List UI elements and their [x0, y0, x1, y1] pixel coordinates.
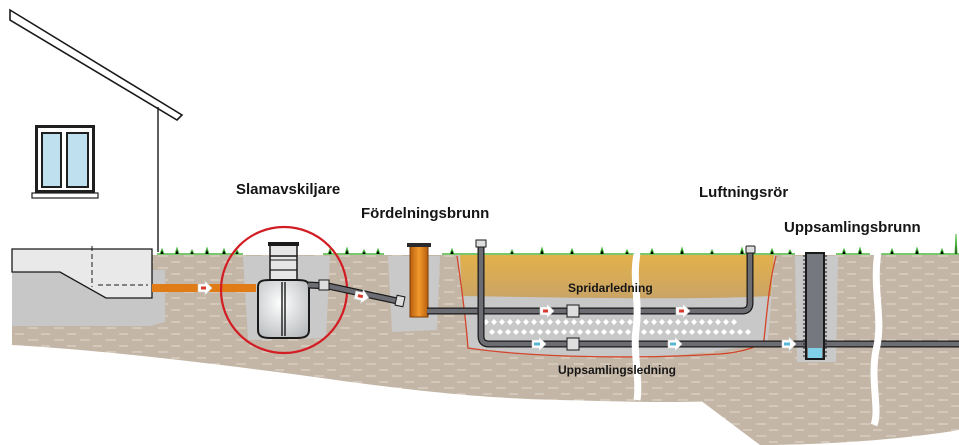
roof	[9, 8, 184, 122]
soil-lower-right	[700, 368, 959, 445]
gravel-stone	[649, 329, 655, 335]
gravel-stone	[681, 329, 687, 335]
gravel-stone	[505, 329, 511, 335]
gravel-stone	[707, 319, 713, 325]
gravel-stone	[531, 319, 537, 325]
flow-arrow-red	[197, 280, 213, 296]
gravel-stone	[555, 319, 561, 325]
gravel-stone	[721, 329, 727, 335]
label-fordelningsbrunn: Fördelningsbrunn	[361, 205, 489, 222]
gravel-stone	[699, 319, 705, 325]
infiltration-bed-sand	[460, 255, 774, 299]
foundation	[11, 248, 153, 299]
gravel-stone	[603, 319, 609, 325]
gravel-stone	[521, 329, 527, 335]
gravel-stone	[593, 329, 599, 335]
gravel-stone	[553, 329, 559, 335]
gravel-stone	[651, 319, 657, 325]
gravel-stone	[577, 329, 583, 335]
flow-arrow-red	[539, 303, 555, 319]
gravel-stone	[611, 319, 617, 325]
gravel-stone	[641, 329, 647, 335]
gravel-stone	[515, 319, 521, 325]
collection-well	[803, 252, 827, 360]
gravel-stone	[673, 329, 679, 335]
label-luftningsror: Luftningsrör	[699, 184, 788, 201]
infiltration-bed-outline	[456, 255, 777, 358]
gravel-stone	[513, 329, 519, 335]
spreader-pipe	[427, 245, 756, 318]
gravel-stone	[729, 329, 735, 335]
septic-tank	[257, 242, 310, 339]
gravel-stone	[617, 329, 623, 335]
flow-arrow-red	[353, 288, 370, 304]
gravel-stone	[545, 329, 551, 335]
gravel-stone	[683, 319, 689, 325]
gravel-stone	[619, 319, 625, 325]
label-uppsamlingsledning: Uppsamlingsledning	[558, 363, 676, 377]
gravel-stone	[675, 319, 681, 325]
break-line	[631, 253, 642, 401]
gravel-stone	[579, 319, 585, 325]
gravel-stone	[529, 329, 535, 335]
gravel-stone	[587, 319, 593, 325]
gravel-stone	[713, 329, 719, 335]
gravel-stone	[563, 319, 569, 325]
gravel-stone	[497, 329, 503, 335]
gravel-stone	[537, 329, 543, 335]
gravel-stone	[659, 319, 665, 325]
gravel-stone	[547, 319, 553, 325]
gravel-stone	[667, 319, 673, 325]
label-spridarledning: Spridarledning	[568, 281, 653, 295]
gravel-stone	[723, 319, 729, 325]
label-slamavskiljare: Slamavskiljare	[236, 181, 340, 198]
gravel-stone	[595, 319, 601, 325]
gravel-stone	[643, 319, 649, 325]
window	[31, 125, 99, 199]
distribution-well	[407, 243, 431, 318]
gravel-stone	[561, 329, 567, 335]
gravel-stone	[745, 329, 751, 335]
gravel-stone	[539, 319, 545, 325]
gravel-stone	[731, 319, 737, 325]
gravel-stone	[689, 329, 695, 335]
gravel-stone	[609, 329, 615, 335]
gravel-stone	[489, 329, 495, 335]
flow-arrow-blue	[781, 336, 797, 352]
gravel-stone	[627, 319, 633, 325]
gravel-stone	[571, 319, 577, 325]
gravel-stone	[737, 329, 743, 335]
gravel-stones	[483, 319, 751, 335]
gravel-stone	[601, 329, 607, 335]
gravel-stone	[715, 319, 721, 325]
gravel-stone	[705, 329, 711, 335]
grass-tufts	[159, 233, 958, 255]
label-uppsamlingsbrunn: Uppsamlingsbrunn	[784, 219, 921, 236]
gravel-stone	[665, 329, 671, 335]
gravel-stone	[697, 329, 703, 335]
gravel-stone	[499, 319, 505, 325]
collection-pipe	[475, 239, 959, 351]
flow-arrow-blue	[531, 336, 547, 352]
flow-arrow-blue	[667, 336, 683, 352]
gravel-stone	[657, 329, 663, 335]
gravel-stone	[507, 319, 513, 325]
gravel-stone	[491, 319, 497, 325]
break-line	[870, 251, 883, 427]
gravel-stone	[625, 329, 631, 335]
house	[9, 8, 184, 299]
gravel-stone	[691, 319, 697, 325]
flow-arrow-red	[675, 303, 691, 319]
gravel-stone	[569, 329, 575, 335]
gravel-stone	[585, 329, 591, 335]
gravel-stone	[523, 319, 529, 325]
